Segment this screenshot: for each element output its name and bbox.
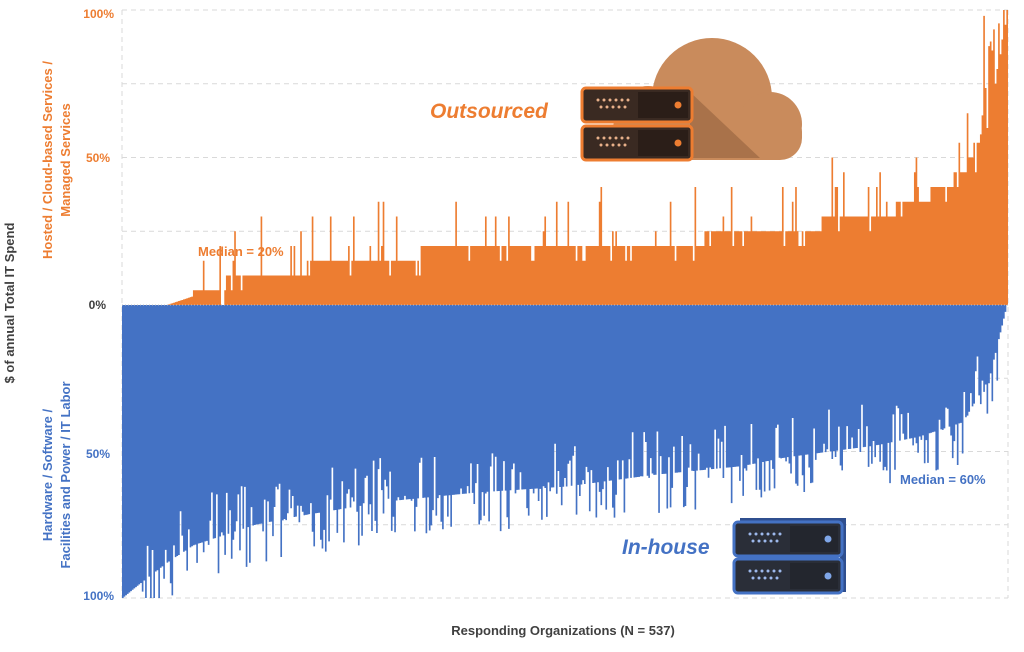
median-inhouse-label: Median = 60% — [900, 472, 986, 487]
outsourced-label: Outsourced — [430, 100, 549, 123]
server-icon — [580, 86, 694, 162]
y-axis-title: $ of annual Total IT Spend — [2, 223, 17, 384]
x-axis-title: Responding Organizations (N = 537) — [451, 623, 675, 638]
upper-axis-title-line1: Hosted / Cloud-based Services / — [40, 61, 55, 259]
tick-label-lower-50: 50% — [86, 447, 110, 461]
lower-axis-title-line2: Facilities and Power / IT Labor — [58, 381, 73, 568]
inhouse-label: In-house — [622, 536, 710, 559]
tick-label-upper-50: 50% — [86, 151, 110, 165]
median-outsourced-label: Median = 20% — [198, 244, 284, 259]
tick-label-zero: 0% — [89, 298, 107, 312]
inhouse-area — [122, 305, 1008, 598]
upper-axis-title-line2: Managed Services — [58, 103, 73, 216]
lower-axis-title-line1: Hardware / Software / — [40, 409, 55, 542]
tick-label-lower-100: 100% — [83, 589, 114, 603]
server-icon — [732, 518, 846, 595]
tick-label-upper-100: 100% — [83, 7, 114, 21]
outsourced-area — [122, 10, 1008, 305]
